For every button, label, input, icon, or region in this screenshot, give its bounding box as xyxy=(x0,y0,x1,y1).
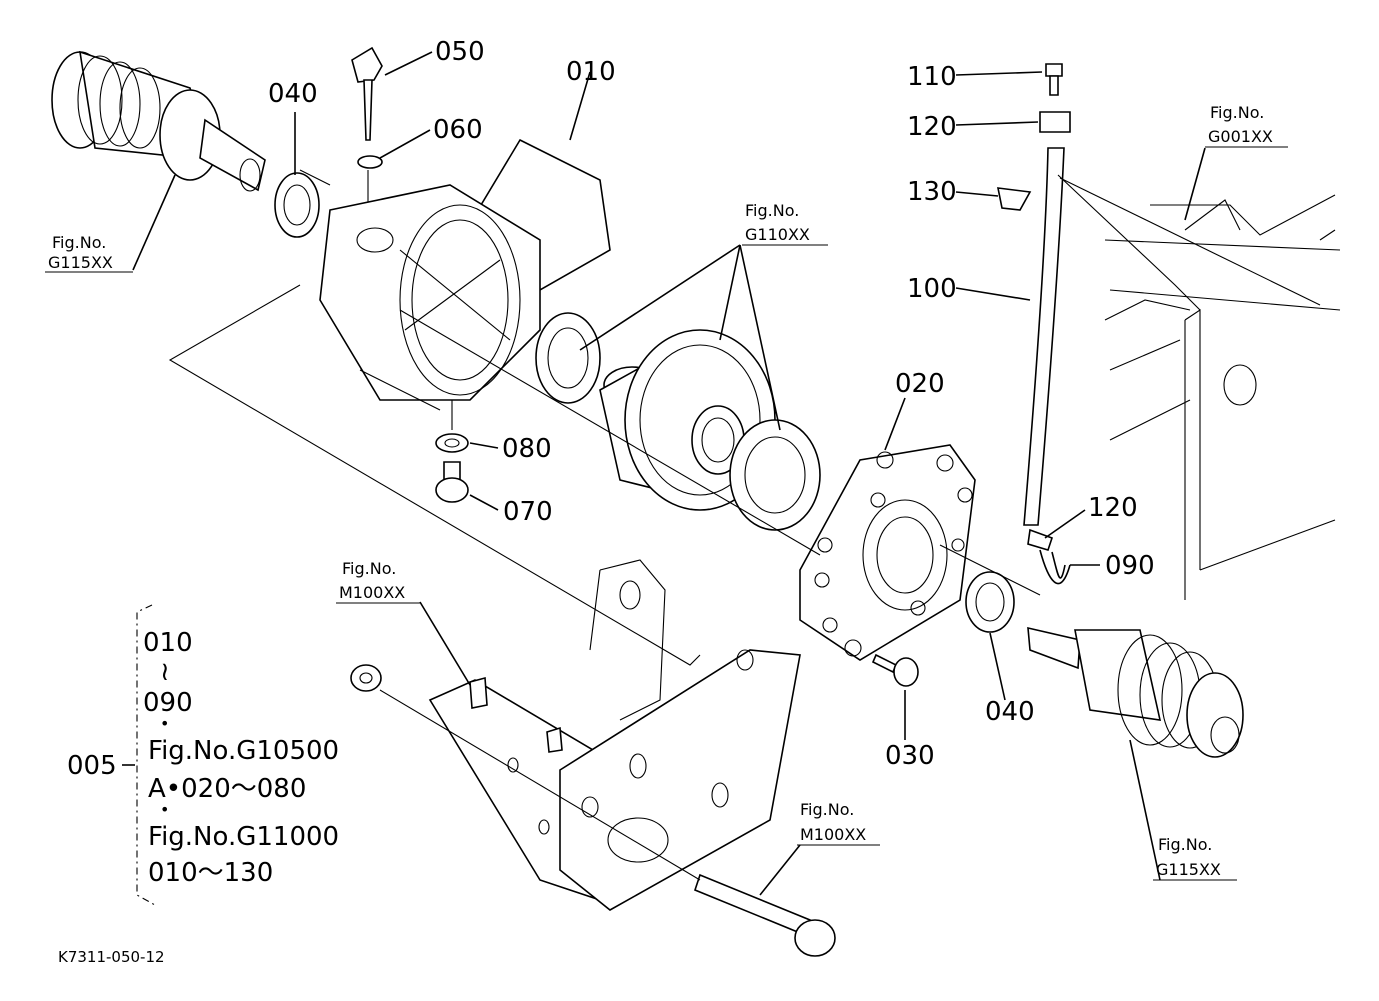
drawing-code: K7311-050-12 xyxy=(58,948,165,966)
callout-130: 130 xyxy=(907,177,957,207)
fig-ref-g115-left: G115XX xyxy=(48,253,113,272)
assembly-tilde: ≀ xyxy=(160,657,170,687)
assembly-dot-2: • xyxy=(160,800,169,819)
assembly-line-a-range: A•020～080 xyxy=(148,774,306,804)
gear-housing xyxy=(319,138,611,411)
assembly-line-g11000: Fig.No.G11000 xyxy=(148,822,339,852)
bearing-left xyxy=(535,312,601,404)
fig-label-g110: Fig.No. xyxy=(745,201,799,220)
oil-seal-left xyxy=(274,172,320,238)
leader-lines xyxy=(122,51,1206,896)
alignment-lines xyxy=(168,169,1321,881)
drain-plug-parts xyxy=(435,433,469,503)
breather-hose xyxy=(996,63,1071,585)
assembly-dot-1: • xyxy=(160,714,169,733)
assembly-line-range: 010～130 xyxy=(148,858,273,888)
callout-020: 020 xyxy=(895,369,945,399)
assembly-line-g10500: Fig.No.G10500 xyxy=(148,736,339,766)
oil-seal-right xyxy=(965,571,1015,633)
callout-120-bottom: 120 xyxy=(1088,493,1138,523)
callout-060: 060 xyxy=(433,115,483,145)
callout-080: 080 xyxy=(502,434,552,464)
callout-010: 010 xyxy=(566,57,616,87)
assembly-line-090: 090 xyxy=(143,688,193,718)
cover-bolt xyxy=(871,653,919,687)
callout-050: 050 xyxy=(435,37,485,67)
fig-label-m100-bottom: Fig.No. xyxy=(800,800,854,819)
fig-label-g115-left: Fig.No. xyxy=(52,233,106,252)
frame-reference xyxy=(1104,194,1341,600)
callout-120-top: 120 xyxy=(907,112,957,142)
callout-110: 110 xyxy=(907,62,957,92)
fig-ref-g110: G110XX xyxy=(745,225,810,244)
dipstick xyxy=(351,46,383,215)
gear-cover xyxy=(799,444,976,661)
assembly-line-010: 010 xyxy=(143,628,193,658)
fig-label-m100-top: Fig.No. xyxy=(342,559,396,578)
left-drive-shaft xyxy=(51,50,266,192)
callout-100: 100 xyxy=(907,274,957,304)
bracket-fasteners xyxy=(350,664,836,957)
fig-ref-g001: G001XX xyxy=(1208,127,1273,146)
fig-ref-underlines xyxy=(45,146,1288,881)
fig-label-g001: Fig.No. xyxy=(1210,103,1264,122)
callout-030: 030 xyxy=(885,741,935,771)
fig-ref-g115-right: G115XX xyxy=(1156,860,1221,879)
callout-040-left: 040 xyxy=(268,79,318,109)
fig-ref-m100-top: M100XX xyxy=(339,583,405,602)
callout-090: 090 xyxy=(1105,551,1155,581)
assembly-bracket xyxy=(136,604,156,906)
callout-070: 070 xyxy=(503,497,553,527)
callout-040-right: 040 xyxy=(985,697,1035,727)
fig-label-g115-right: Fig.No. xyxy=(1158,835,1212,854)
bearing-right xyxy=(729,419,821,531)
fig-ref-m100-bottom: M100XX xyxy=(800,825,866,844)
right-drive-shaft xyxy=(1027,626,1244,758)
assembly-number: 005 xyxy=(67,751,117,781)
mounting-bracket xyxy=(428,559,801,911)
